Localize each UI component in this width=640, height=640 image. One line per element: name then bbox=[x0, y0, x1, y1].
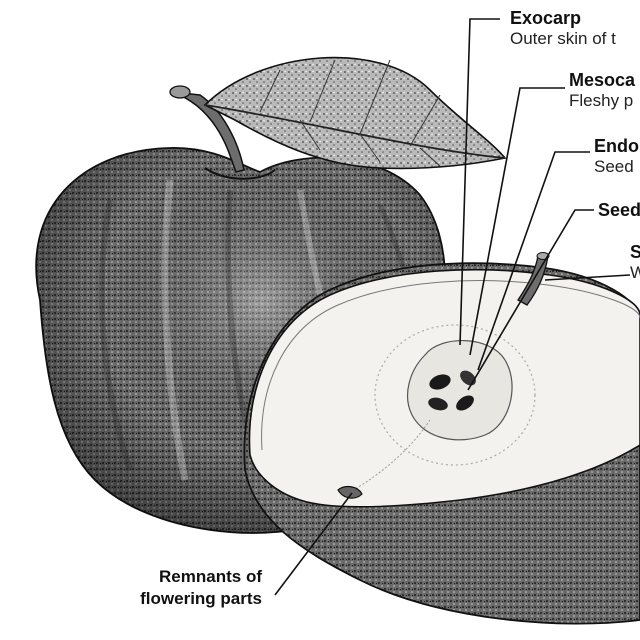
label-exocarp: Exocarp Outer skin of t bbox=[510, 8, 616, 48]
remnants-line1: Remnants of bbox=[159, 567, 262, 586]
leader-lines bbox=[274, 18, 631, 596]
endocarp-term: Endo bbox=[594, 136, 639, 156]
label-remnants: Remnants of flowering parts bbox=[118, 566, 262, 610]
stem-desc: W bbox=[630, 262, 640, 282]
leader-remnants bbox=[274, 492, 353, 596]
leader-endocarp bbox=[477, 151, 590, 371]
mesocarp-desc: Fleshy p bbox=[569, 90, 634, 110]
mesocarp-term: Mesoca bbox=[569, 70, 636, 90]
label-endocarp: Endo Seed bbox=[594, 136, 639, 176]
seed-term: Seed bbox=[598, 200, 640, 220]
cut-apple bbox=[243, 262, 640, 625]
leader-seed bbox=[467, 209, 594, 391]
label-seed: Seed bbox=[598, 200, 640, 221]
whole-apple-stem bbox=[169, 85, 245, 173]
leaf bbox=[203, 56, 507, 170]
exocarp-term: Exocarp bbox=[510, 8, 582, 28]
remnants-line2: flowering parts bbox=[140, 589, 262, 609]
exocarp-desc: Outer skin of t bbox=[510, 28, 616, 48]
label-mesocarp: Mesoca Fleshy p bbox=[569, 70, 635, 110]
leader-stem bbox=[544, 274, 631, 281]
label-stem: S W bbox=[630, 242, 640, 282]
leader-mesocarp bbox=[469, 87, 565, 356]
leader-exocarp bbox=[459, 18, 500, 346]
stem-term: S bbox=[630, 242, 640, 262]
endocarp-desc: Seed bbox=[594, 156, 634, 176]
